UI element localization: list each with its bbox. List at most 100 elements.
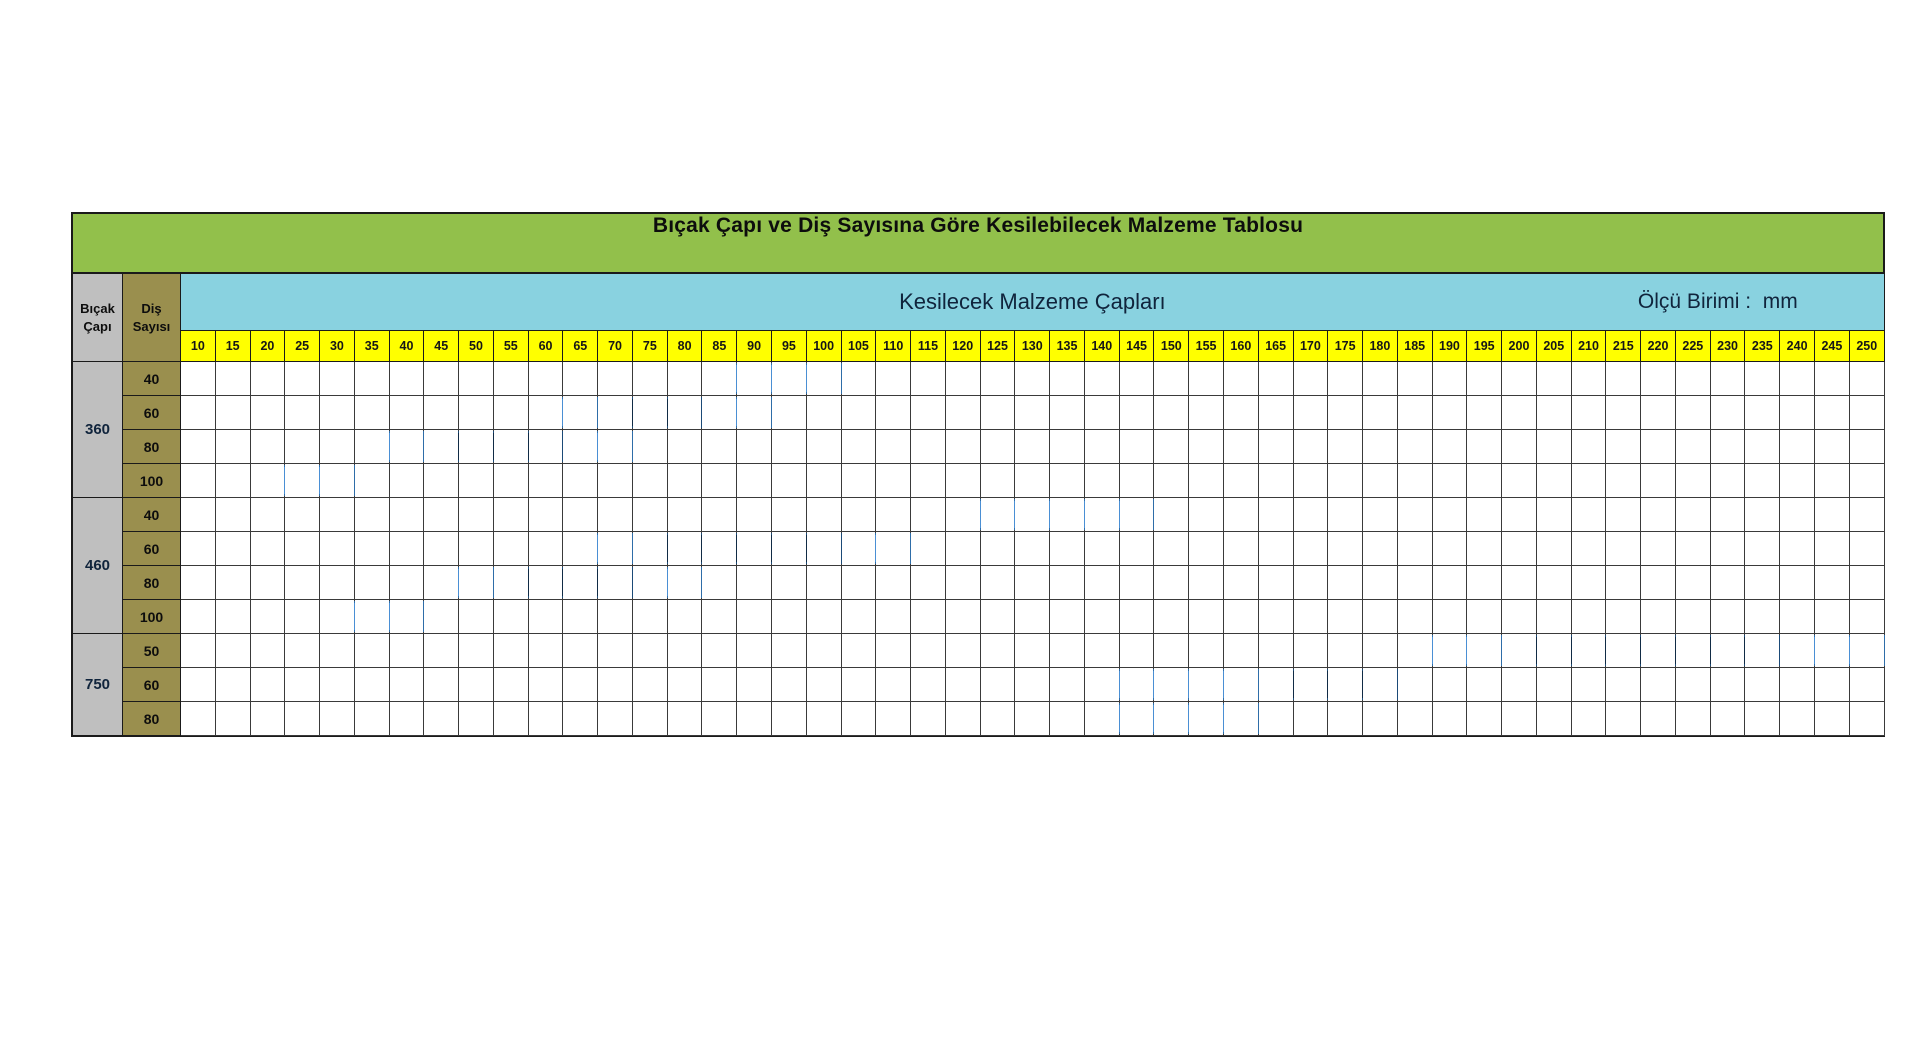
grid-cell[interactable] (458, 667, 494, 702)
grid-cell[interactable] (458, 565, 494, 600)
grid-cell[interactable] (1257, 463, 1294, 498)
grid-cell[interactable] (353, 701, 390, 736)
grid-cell[interactable] (736, 463, 773, 498)
grid-cell[interactable] (562, 701, 599, 736)
grid-cell[interactable] (1396, 429, 1433, 464)
grid-cell[interactable] (1848, 497, 1885, 532)
grid-cell[interactable] (180, 565, 703, 600)
grid-cell[interactable] (979, 531, 1016, 566)
grid-cell[interactable] (249, 429, 286, 464)
grid-cell[interactable] (1744, 531, 1781, 566)
grid-cell[interactable] (1640, 633, 1676, 668)
grid-cell[interactable] (944, 429, 981, 464)
grid-cell[interactable] (1014, 667, 1051, 702)
grid-cell[interactable] (944, 361, 981, 396)
grid-cell[interactable] (1709, 565, 1746, 600)
grid-cell[interactable] (1153, 667, 1190, 702)
grid-cell[interactable] (1674, 667, 1711, 702)
grid-cell[interactable] (1431, 633, 1468, 668)
grid-cell[interactable] (319, 463, 355, 498)
grid-cell[interactable] (284, 599, 321, 634)
grid-cell[interactable] (701, 599, 738, 634)
grid-cell[interactable] (1049, 395, 1085, 430)
grid-cell[interactable] (1570, 395, 1607, 430)
grid-cell[interactable] (840, 463, 877, 498)
grid-cell[interactable] (1083, 361, 1120, 396)
grid-cell[interactable] (1396, 497, 1433, 532)
grid-cell[interactable] (353, 667, 390, 702)
grid-cell[interactable] (1188, 497, 1224, 532)
grid-cell[interactable] (840, 395, 877, 430)
grid-cell[interactable] (423, 497, 460, 532)
grid-cell[interactable] (214, 599, 251, 634)
grid-cell[interactable] (1501, 599, 1537, 634)
grid-cell[interactable] (875, 633, 912, 668)
grid-cell[interactable] (666, 497, 703, 532)
grid-cell[interactable] (1674, 701, 1711, 736)
grid-cell[interactable] (1640, 667, 1676, 702)
grid-cell[interactable] (284, 497, 321, 532)
grid-cell[interactable] (1188, 395, 1224, 430)
grid-cell[interactable] (1257, 599, 1294, 634)
grid-cell[interactable] (1222, 565, 1259, 600)
grid-cell[interactable] (1570, 361, 1607, 396)
grid-cell[interactable] (631, 633, 668, 668)
grid-cell[interactable] (214, 463, 251, 498)
grid-cell[interactable] (701, 633, 738, 668)
grid-cell[interactable] (1327, 531, 1364, 566)
grid-cell[interactable] (180, 531, 912, 566)
grid-cell[interactable] (1327, 361, 1364, 396)
grid-cell[interactable] (771, 497, 807, 532)
grid-cell[interactable] (1466, 395, 1503, 430)
grid-cell[interactable] (875, 565, 912, 600)
grid-cell[interactable] (1605, 633, 1642, 668)
grid-cell[interactable] (979, 667, 1016, 702)
grid-cell[interactable] (1813, 429, 1850, 464)
grid-cell[interactable] (527, 701, 564, 736)
grid-cell[interactable] (1049, 633, 1085, 668)
grid-cell[interactable] (319, 395, 355, 430)
grid-cell[interactable] (1501, 565, 1537, 600)
grid-cell[interactable] (1640, 395, 1676, 430)
grid-cell[interactable] (1049, 463, 1085, 498)
grid-cell[interactable] (771, 701, 807, 736)
grid-cell[interactable] (423, 633, 460, 668)
grid-cell[interactable] (319, 429, 355, 464)
grid-cell[interactable] (631, 667, 668, 702)
grid-cell[interactable] (631, 565, 668, 600)
grid-cell[interactable] (875, 531, 912, 566)
grid-cell[interactable] (527, 361, 564, 396)
grid-cell[interactable] (1466, 497, 1503, 532)
grid-cell[interactable] (910, 565, 946, 600)
grid-cell[interactable] (214, 395, 251, 430)
grid-cell[interactable] (840, 633, 877, 668)
grid-cell[interactable] (1049, 701, 1085, 736)
grid-cell[interactable] (1396, 531, 1433, 566)
grid-cell[interactable] (562, 361, 599, 396)
grid-cell[interactable] (1535, 565, 1572, 600)
grid-cell[interactable] (1292, 463, 1329, 498)
grid-cell[interactable] (701, 429, 738, 464)
grid-cell[interactable] (388, 531, 425, 566)
grid-cell[interactable] (284, 633, 321, 668)
grid-cell[interactable] (805, 361, 842, 396)
grid-cell[interactable] (1049, 531, 1085, 566)
grid-cell[interactable] (1466, 701, 1503, 736)
grid-cell[interactable] (771, 361, 807, 396)
grid-cell[interactable] (805, 395, 842, 430)
grid-cell[interactable] (1501, 463, 1537, 498)
grid-cell[interactable] (388, 701, 425, 736)
grid-cell[interactable] (1779, 429, 1815, 464)
grid-cell[interactable] (1674, 531, 1711, 566)
grid-cell[interactable] (492, 463, 529, 498)
grid-cell[interactable] (1083, 633, 1120, 668)
grid-cell[interactable] (180, 395, 773, 430)
grid-cell[interactable] (249, 599, 286, 634)
grid-cell[interactable] (1570, 701, 1607, 736)
grid-cell[interactable] (1640, 497, 1676, 532)
grid-cell[interactable] (597, 361, 633, 396)
grid-cell[interactable] (284, 429, 321, 464)
grid-cell[interactable] (1257, 531, 1294, 566)
grid-cell[interactable] (1744, 599, 1781, 634)
grid-cell[interactable] (631, 497, 668, 532)
